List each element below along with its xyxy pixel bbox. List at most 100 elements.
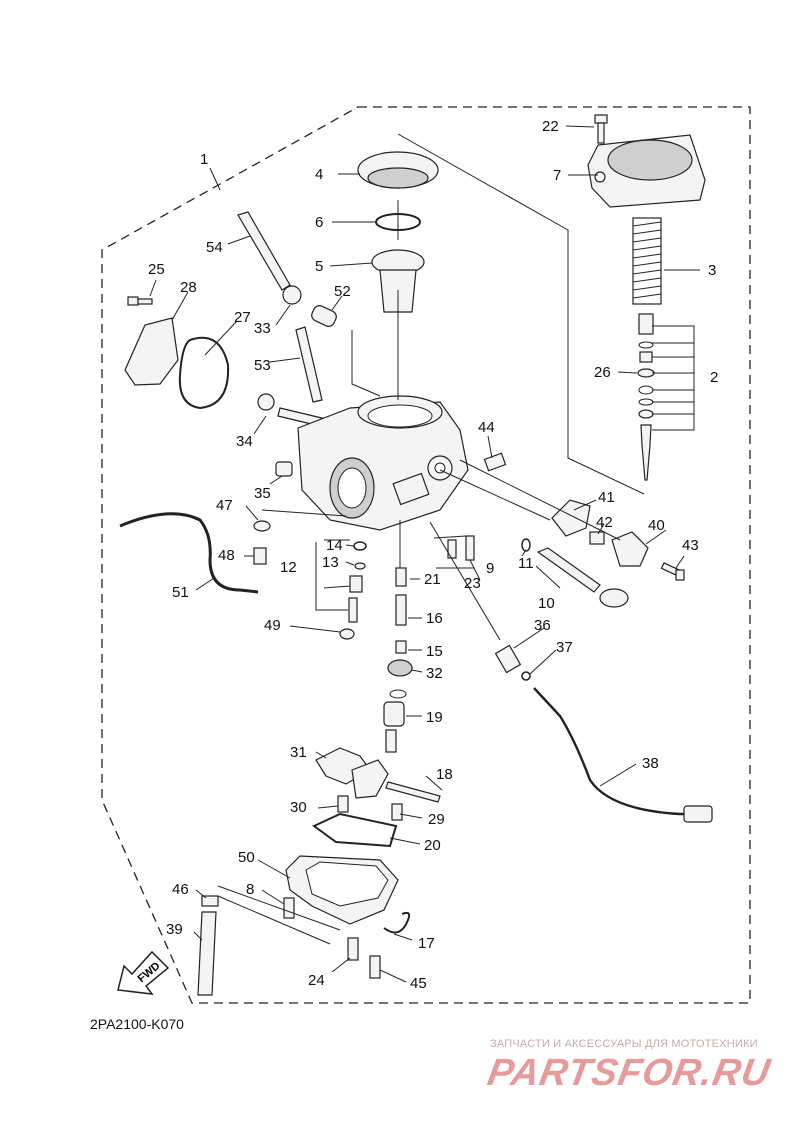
callout-4: 4 <box>315 166 323 183</box>
part-18-pin <box>385 781 441 803</box>
part-36-spring <box>494 644 522 674</box>
watermark-logo: PARTSFOR.RU <box>484 1052 774 1094</box>
watermark-caption: ЗАПЧАСТИ И АКСЕССУАРЫ ДЛЯ МОТОТЕХНИКИ <box>490 1038 758 1050</box>
leader-lines <box>149 125 700 983</box>
callout-49: 49 <box>264 617 281 634</box>
callout-37: 37 <box>556 639 573 656</box>
fwd-arrow-icon: FWD <box>117 950 170 995</box>
callout-10: 10 <box>538 595 555 612</box>
callout-48: 48 <box>218 547 235 564</box>
callout-40: 40 <box>648 517 665 534</box>
carburetor-body <box>297 395 469 531</box>
part-3-spring <box>632 217 662 305</box>
part-15-main-jet <box>395 640 407 654</box>
callout-27: 27 <box>234 309 251 326</box>
callout-42: 42 <box>596 514 613 531</box>
part-50-float-bowl <box>285 855 399 925</box>
part-46-clamp <box>201 895 219 907</box>
part-8-screw <box>283 897 295 919</box>
callout-19: 19 <box>426 709 443 726</box>
part-21-jet <box>395 567 407 587</box>
part-16-needle-jet <box>395 594 407 626</box>
part-45-screw <box>369 955 381 979</box>
part-10-plunger <box>536 547 629 608</box>
callout-34: 34 <box>236 433 253 450</box>
part-28-plate <box>124 317 179 386</box>
callout-12: 12 <box>280 559 297 576</box>
callout-6: 6 <box>315 214 323 231</box>
callout-15: 15 <box>426 643 443 660</box>
callout-30: 30 <box>290 799 307 816</box>
part-24-drain-screw <box>347 937 359 961</box>
callout-1: 1 <box>200 151 208 168</box>
callout-2: 2 <box>710 369 718 386</box>
part-43-screw <box>660 562 685 581</box>
part-35-cap <box>275 461 293 477</box>
part-48-sensor <box>253 547 267 565</box>
callout-13: 13 <box>322 554 339 571</box>
callout-45: 45 <box>410 975 427 992</box>
callout-44: 44 <box>478 419 495 436</box>
callout-36: 36 <box>534 617 551 634</box>
callout-17: 17 <box>418 935 435 952</box>
callout-47: 47 <box>216 497 233 514</box>
callout-24: 24 <box>308 972 325 989</box>
part-29-screw <box>391 803 403 821</box>
part-12-screw <box>348 597 358 623</box>
part-27-o-ring <box>178 336 230 410</box>
callout-11: 11 <box>518 555 534 572</box>
callout-43: 43 <box>682 537 699 554</box>
callout-50: 50 <box>238 849 255 866</box>
part-54-tube <box>237 211 291 291</box>
callout-28: 28 <box>180 279 197 296</box>
part-7-top-cover <box>587 134 706 208</box>
callout-9: 9 <box>486 560 494 577</box>
callout-29: 29 <box>428 811 445 828</box>
callout-20: 20 <box>424 837 441 854</box>
callout-41: 41 <box>598 489 615 506</box>
callout-54: 54 <box>206 239 223 256</box>
callout-8: 8 <box>246 881 254 898</box>
part-13-washer <box>354 562 366 570</box>
callout-46: 46 <box>172 881 189 898</box>
callout-5: 5 <box>315 258 323 275</box>
part-2-needle-set <box>637 313 655 481</box>
part-32-cap <box>387 659 413 677</box>
callout-7: 7 <box>553 167 561 184</box>
part-31-float <box>315 747 389 799</box>
part-25-screw <box>127 296 153 306</box>
part-11-o-ring <box>521 538 531 552</box>
callout-31: 31 <box>290 744 307 761</box>
callout-14: 14 <box>326 537 343 554</box>
callout-25: 25 <box>148 261 165 278</box>
callout-39: 39 <box>166 921 183 938</box>
part-4-diaphragm <box>357 151 439 189</box>
part-22-screw <box>594 114 608 144</box>
part-38-cable <box>533 687 702 816</box>
part-52-cap <box>311 305 337 327</box>
callout-16: 16 <box>426 610 443 627</box>
part-20-gasket <box>312 812 398 848</box>
part-39-hose <box>197 911 217 996</box>
diagram-code: 2PA2100-K070 <box>90 1016 184 1032</box>
callout-35: 35 <box>254 485 271 502</box>
part-47-washer <box>253 520 271 532</box>
part-40-cover <box>611 531 649 567</box>
part-53-tube <box>295 326 323 403</box>
part-23-jet <box>447 539 457 559</box>
callout-23: 23 <box>464 575 481 592</box>
callout-22: 22 <box>542 118 559 135</box>
callout-38: 38 <box>642 755 659 772</box>
callout-52: 52 <box>334 283 351 300</box>
part-12-spring <box>349 575 363 593</box>
part-49-cap <box>339 628 355 640</box>
part-44-spring <box>483 452 507 472</box>
callout-26: 26 <box>594 364 611 381</box>
part-38-cable-end <box>683 805 713 823</box>
callout-32: 32 <box>426 665 443 682</box>
part-9-jet <box>465 535 475 561</box>
callout-33: 33 <box>254 320 271 337</box>
part-17-clip <box>383 911 411 934</box>
part-37-o-ring <box>521 671 531 681</box>
